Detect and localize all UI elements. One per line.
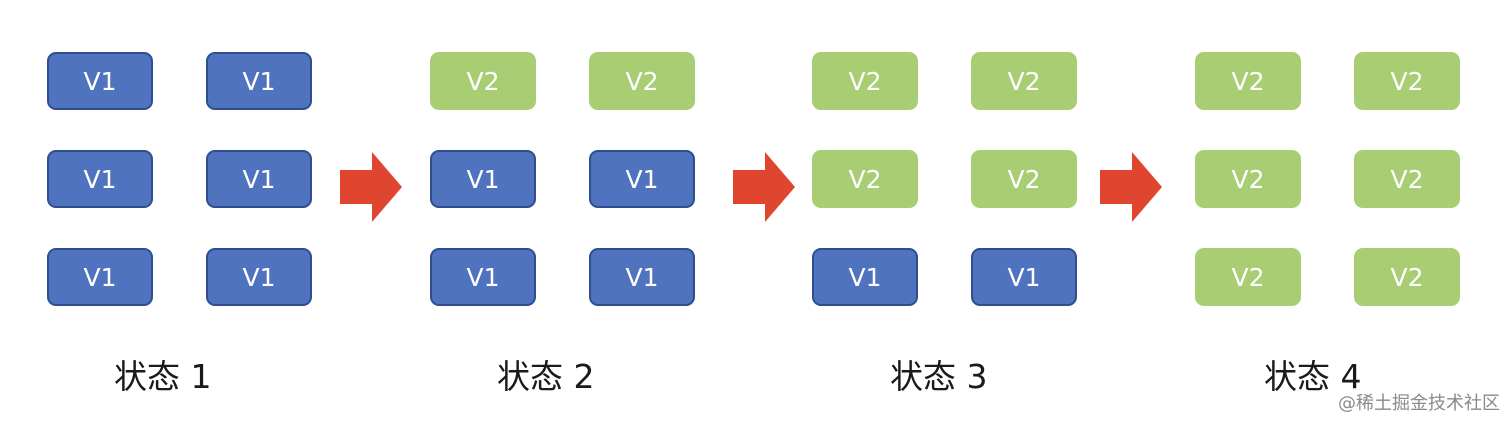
- pod-box: V1: [47, 248, 153, 306]
- arrow-right-icon: [340, 152, 402, 222]
- state-label: 状态 3: [890, 357, 988, 396]
- pod-box: V2: [971, 52, 1077, 110]
- pod-box: V2: [1354, 52, 1460, 110]
- pod-box: V1: [206, 248, 312, 306]
- pod-box: V1: [430, 150, 536, 208]
- pod-box: V2: [812, 52, 918, 110]
- pod-box: V2: [1354, 150, 1460, 208]
- pod-box: V1: [206, 52, 312, 110]
- pod-box: V1: [812, 248, 918, 306]
- pod-box: V1: [430, 248, 536, 306]
- pod-box: V2: [812, 150, 918, 208]
- pod-box: V2: [430, 52, 536, 110]
- pod-box: V1: [206, 150, 312, 208]
- pod-box: V2: [1354, 248, 1460, 306]
- pod-box: V1: [971, 248, 1077, 306]
- state-label: 状态 2: [497, 357, 595, 396]
- pod-box: V1: [589, 150, 695, 208]
- pod-box: V1: [47, 150, 153, 208]
- pod-box: V2: [1195, 150, 1301, 208]
- pod-box: V2: [589, 52, 695, 110]
- pod-box: V2: [1195, 52, 1301, 110]
- pod-box: V1: [589, 248, 695, 306]
- pod-box: V2: [971, 150, 1077, 208]
- arrow-right-icon: [733, 152, 795, 222]
- watermark: @稀土掘金技术社区: [1338, 393, 1500, 414]
- pod-box: V1: [47, 52, 153, 110]
- state-label: 状态 1: [114, 357, 212, 396]
- pod-box: V2: [1195, 248, 1301, 306]
- arrow-right-icon: [1100, 152, 1162, 222]
- state-label: 状态 4: [1264, 357, 1362, 396]
